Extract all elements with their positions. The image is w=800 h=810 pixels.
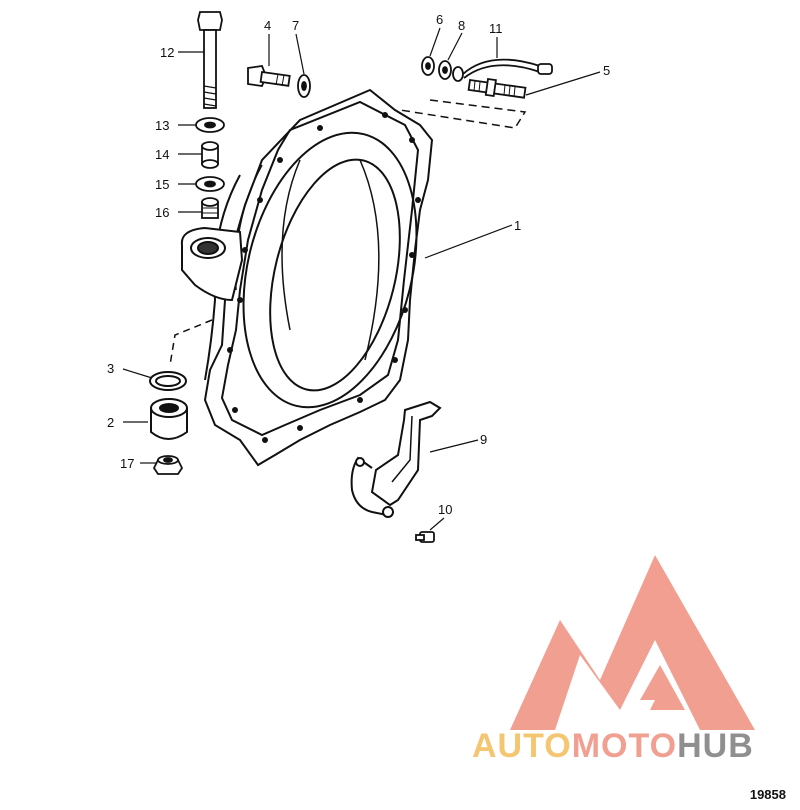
washer-13 — [195, 117, 225, 133]
watermark-text: AUTOMOTOHUB — [472, 727, 754, 765]
screw-10 — [415, 531, 435, 543]
mounting-ear — [180, 226, 244, 302]
callout-16: 16 — [155, 205, 169, 220]
nut-17 — [152, 455, 184, 475]
watermark-moto: MOTO — [572, 727, 677, 765]
callout-labels: 1 2 3 4 5 6 7 8 9 10 11 12 13 14 15 16 1… — [107, 12, 610, 517]
ground-strap-11 — [452, 58, 553, 82]
guide-line-5 — [399, 99, 527, 129]
watermark-auto: AUTO — [472, 727, 572, 765]
stud-5 — [467, 77, 527, 99]
callout-9: 9 — [480, 432, 487, 447]
spacer-14 — [201, 141, 219, 169]
callout-12: 12 — [160, 45, 174, 60]
callout-2: 2 — [107, 415, 114, 430]
callout-4: 4 — [264, 18, 271, 33]
nut-16 — [201, 197, 219, 219]
washer-7 — [297, 74, 311, 98]
callout-5: 5 — [603, 63, 610, 78]
watermark-hub: HUB — [677, 727, 754, 765]
bolt-4 — [247, 65, 291, 87]
watermark-logo: AUTOMOTOHUB — [472, 555, 755, 765]
callout-7: 7 — [292, 18, 299, 33]
callout-13: 13 — [155, 118, 169, 133]
ring-3 — [149, 371, 187, 391]
callout-3: 3 — [107, 361, 114, 376]
callout-8: 8 — [458, 18, 465, 33]
figure-number: 19858 — [749, 787, 786, 802]
leader-lines — [122, 27, 601, 531]
washer-15 — [195, 176, 225, 192]
callout-17: 17 — [120, 456, 134, 471]
nut-6 — [421, 56, 435, 76]
callout-1: 1 — [514, 218, 521, 233]
callout-6: 6 — [436, 12, 443, 27]
callout-15: 15 — [155, 177, 169, 192]
guide-line-3 — [169, 319, 213, 366]
flywheel-housing — [203, 88, 434, 467]
bracket-9 — [350, 400, 442, 518]
watermark-triangle-icon — [510, 555, 755, 730]
callout-14: 14 — [155, 147, 169, 162]
bushing-2 — [150, 398, 188, 440]
watermark-inner-mark-icon — [640, 665, 685, 710]
washer-8 — [438, 60, 452, 80]
bolt-12 — [197, 11, 223, 109]
callout-10: 10 — [438, 502, 452, 517]
callout-11: 11 — [489, 21, 503, 36]
